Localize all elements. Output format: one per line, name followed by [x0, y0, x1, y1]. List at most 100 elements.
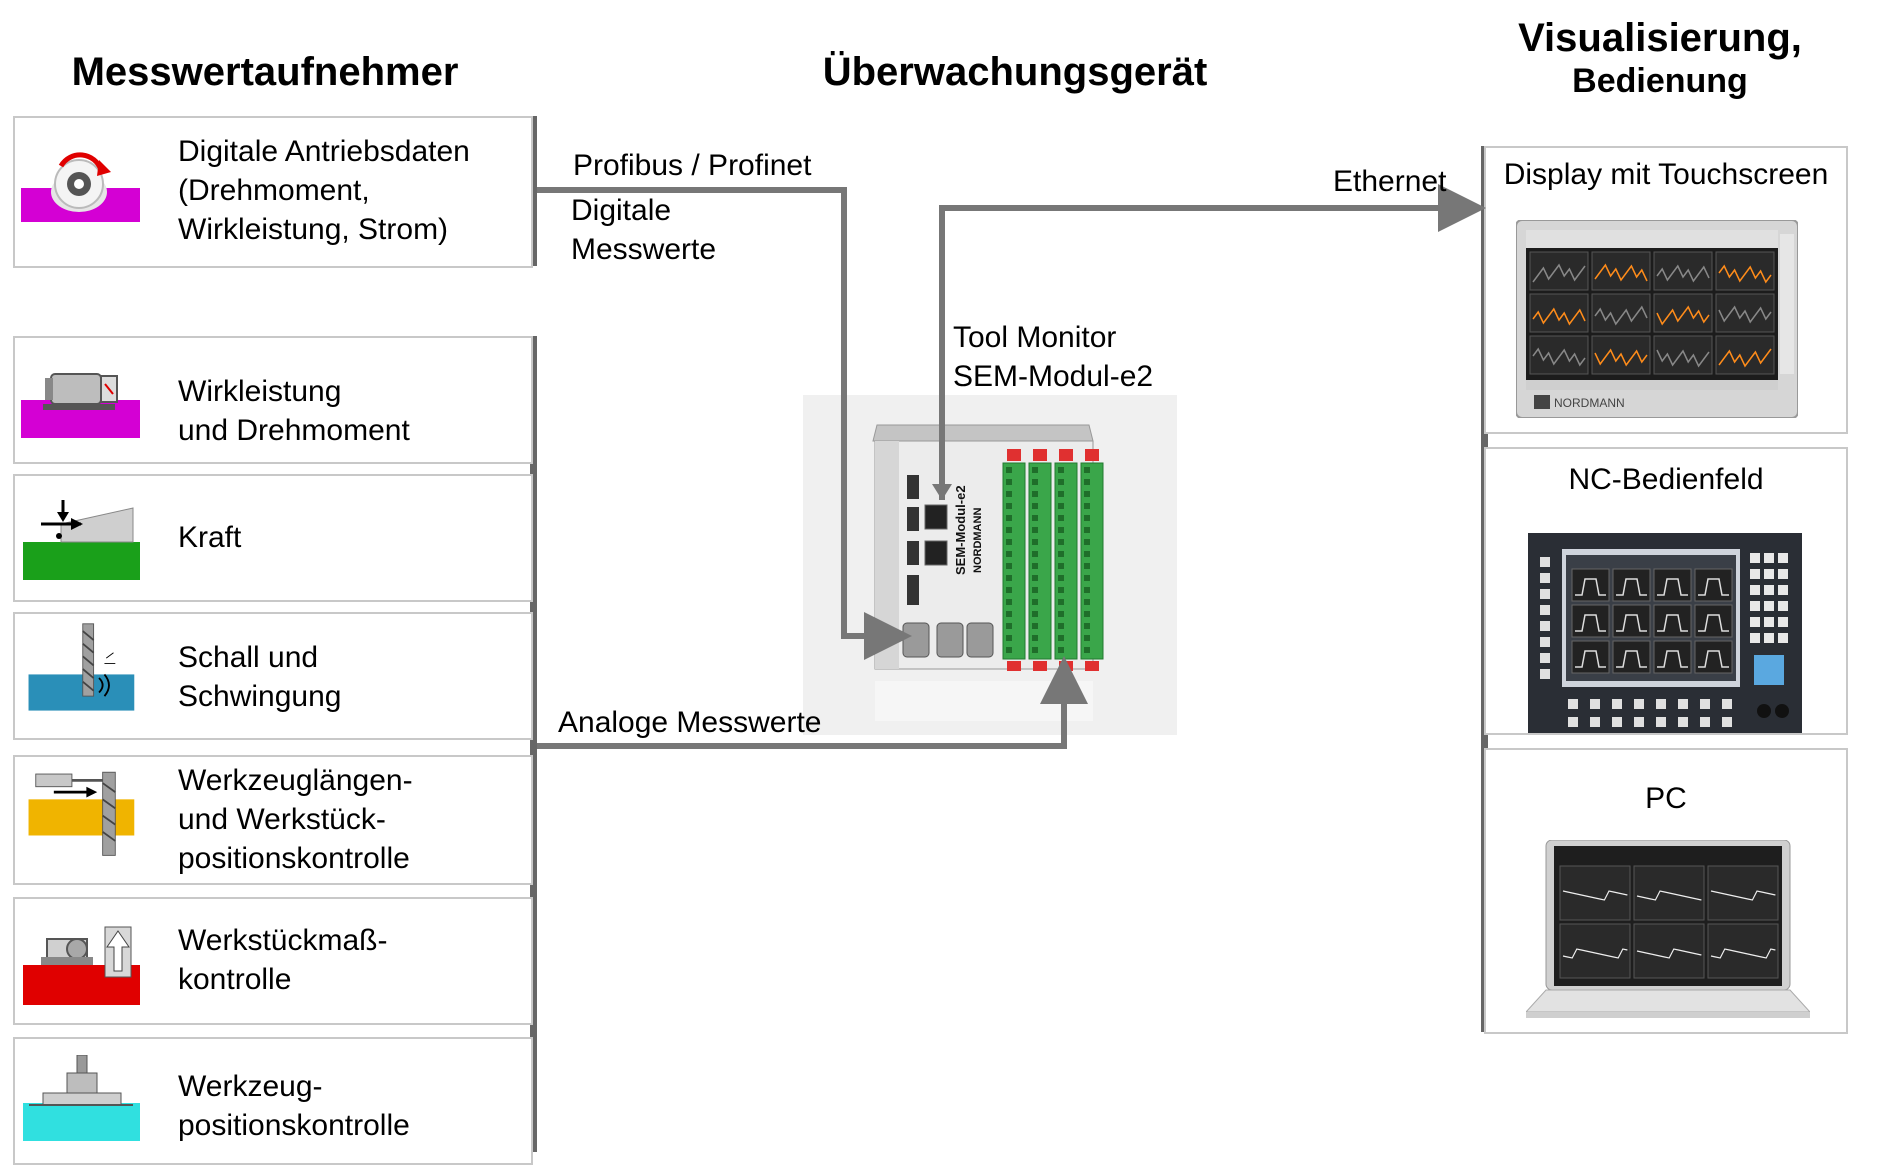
terminal-pin — [1006, 611, 1012, 617]
nc-key — [1764, 601, 1774, 611]
terminal-pin — [1084, 551, 1090, 557]
screen-trace — [1562, 890, 1628, 901]
nc-softkey — [1722, 699, 1732, 709]
terminal-pin — [1006, 599, 1012, 605]
screen-tile — [1715, 293, 1775, 333]
terminal-pin — [1058, 563, 1064, 569]
terminal-pin — [1084, 611, 1090, 617]
terminal-pin — [1032, 551, 1038, 557]
terminal-pin — [1084, 503, 1090, 509]
sensor-drive-data: Digitale Antriebsdaten (Drehmoment, Wirk… — [13, 116, 533, 268]
nc-side-button — [1540, 557, 1550, 567]
screen-trace — [1594, 348, 1648, 367]
terminal-pin — [1006, 563, 1012, 569]
sensor-workpiece-gauging: Werkstückmaß- kontrolle — [13, 897, 533, 1025]
terminal-pin — [1084, 539, 1090, 545]
terminal-pin — [1058, 479, 1064, 485]
nc-key — [1778, 585, 1788, 595]
device-model-text: SEM-Modul-e2 — [953, 485, 968, 575]
profibus-connector — [537, 187, 912, 660]
terminal-pin — [1032, 539, 1038, 545]
display-label: Display mit Touchscreen — [1503, 158, 1829, 191]
terminal-pin — [1084, 635, 1090, 641]
terminal-pin — [1084, 587, 1090, 593]
terminal-pin — [1084, 647, 1090, 653]
sensor-group-bar-top — [530, 116, 537, 266]
nc-softkey — [1634, 699, 1644, 709]
terminal-pin — [1006, 539, 1012, 545]
label-ethernet: Ethernet — [1333, 165, 1447, 198]
terminal-pin — [1084, 515, 1090, 521]
analog-connector — [537, 656, 1088, 749]
screen-trace — [1698, 650, 1729, 668]
terminal-pin — [1032, 563, 1038, 569]
sensor-label: Kraft — [178, 521, 242, 554]
terminal-pin — [1032, 599, 1038, 605]
terminal-pin — [1006, 515, 1012, 521]
title-sensors: Messwertaufnehmer — [71, 50, 459, 94]
screen-trace — [1532, 307, 1586, 326]
nc-softkey — [1700, 717, 1710, 727]
display-label: PC — [1645, 782, 1687, 815]
screen-trace — [1656, 305, 1710, 326]
gauging-probe-icon — [23, 926, 140, 1005]
nc-softkey — [1612, 699, 1622, 709]
terminal-pin — [1032, 491, 1038, 497]
ethernet-connector — [939, 184, 1486, 500]
vibration-drill-icon — [28, 623, 135, 711]
sensor-label: Werkzeuglängen- und Werkstück- positions… — [178, 764, 413, 875]
terminal-pin — [1006, 479, 1012, 485]
terminal-latch — [1033, 449, 1047, 461]
terminal-pin — [1058, 623, 1064, 629]
terminal-pin — [1032, 503, 1038, 509]
screen-trace — [1616, 650, 1647, 668]
terminal-pin — [1032, 647, 1038, 653]
terminal-pin — [1058, 635, 1064, 641]
screen-trace — [1657, 650, 1688, 668]
screen-trace — [1532, 347, 1586, 367]
terminal-pin — [1006, 575, 1012, 581]
terminal-pin — [1084, 491, 1090, 497]
screen-tile — [1653, 335, 1713, 375]
nc-softkey — [1656, 717, 1666, 727]
terminal-pin — [1006, 551, 1012, 557]
terminal-block — [1002, 462, 1026, 660]
terminal-pin — [1006, 527, 1012, 533]
sensor-force: Kraft — [13, 474, 533, 602]
nc-side-button — [1540, 621, 1550, 631]
force-sensor-icon — [23, 500, 140, 580]
nc-key — [1750, 585, 1760, 595]
screen-tile — [1633, 923, 1705, 979]
nc-key — [1778, 617, 1788, 627]
nc-softkey — [1656, 699, 1666, 709]
terminal-pin — [1058, 467, 1064, 473]
touchscreen-panel-icon: NORDMANN — [1516, 220, 1798, 418]
terminal-pin — [1006, 635, 1012, 641]
screen-trace — [1710, 890, 1776, 901]
screen-tile — [1529, 335, 1589, 375]
screen-trace — [1657, 578, 1688, 596]
terminal-pin — [1084, 599, 1090, 605]
drive-gauge-icon — [21, 152, 140, 222]
terminal-pin — [1032, 515, 1038, 521]
terminal-pin — [1006, 467, 1012, 473]
terminal-pin — [1006, 491, 1012, 497]
nc-key — [1750, 569, 1760, 579]
sensor-tool-length: Werkzeuglängen- und Werkstück- positions… — [13, 755, 533, 885]
nc-softkey — [1590, 699, 1600, 709]
terminal-pin — [1032, 611, 1038, 617]
nc-softkey — [1568, 699, 1578, 709]
screen-tile — [1633, 865, 1705, 921]
nc-softkey — [1678, 717, 1688, 727]
nc-key — [1750, 553, 1760, 563]
terminal-pin — [1058, 587, 1064, 593]
nc-key — [1750, 601, 1760, 611]
screen-trace — [1656, 349, 1710, 368]
screen-trace — [1532, 263, 1586, 283]
nc-softkey — [1678, 699, 1688, 709]
terminal-pin — [1058, 599, 1064, 605]
title-visualization: Visualisierung, — [1518, 16, 1802, 60]
terminal-pin — [1058, 575, 1064, 581]
sem-module-device-icon: SEM-Modul-e2 NORDMANN — [872, 424, 1104, 721]
